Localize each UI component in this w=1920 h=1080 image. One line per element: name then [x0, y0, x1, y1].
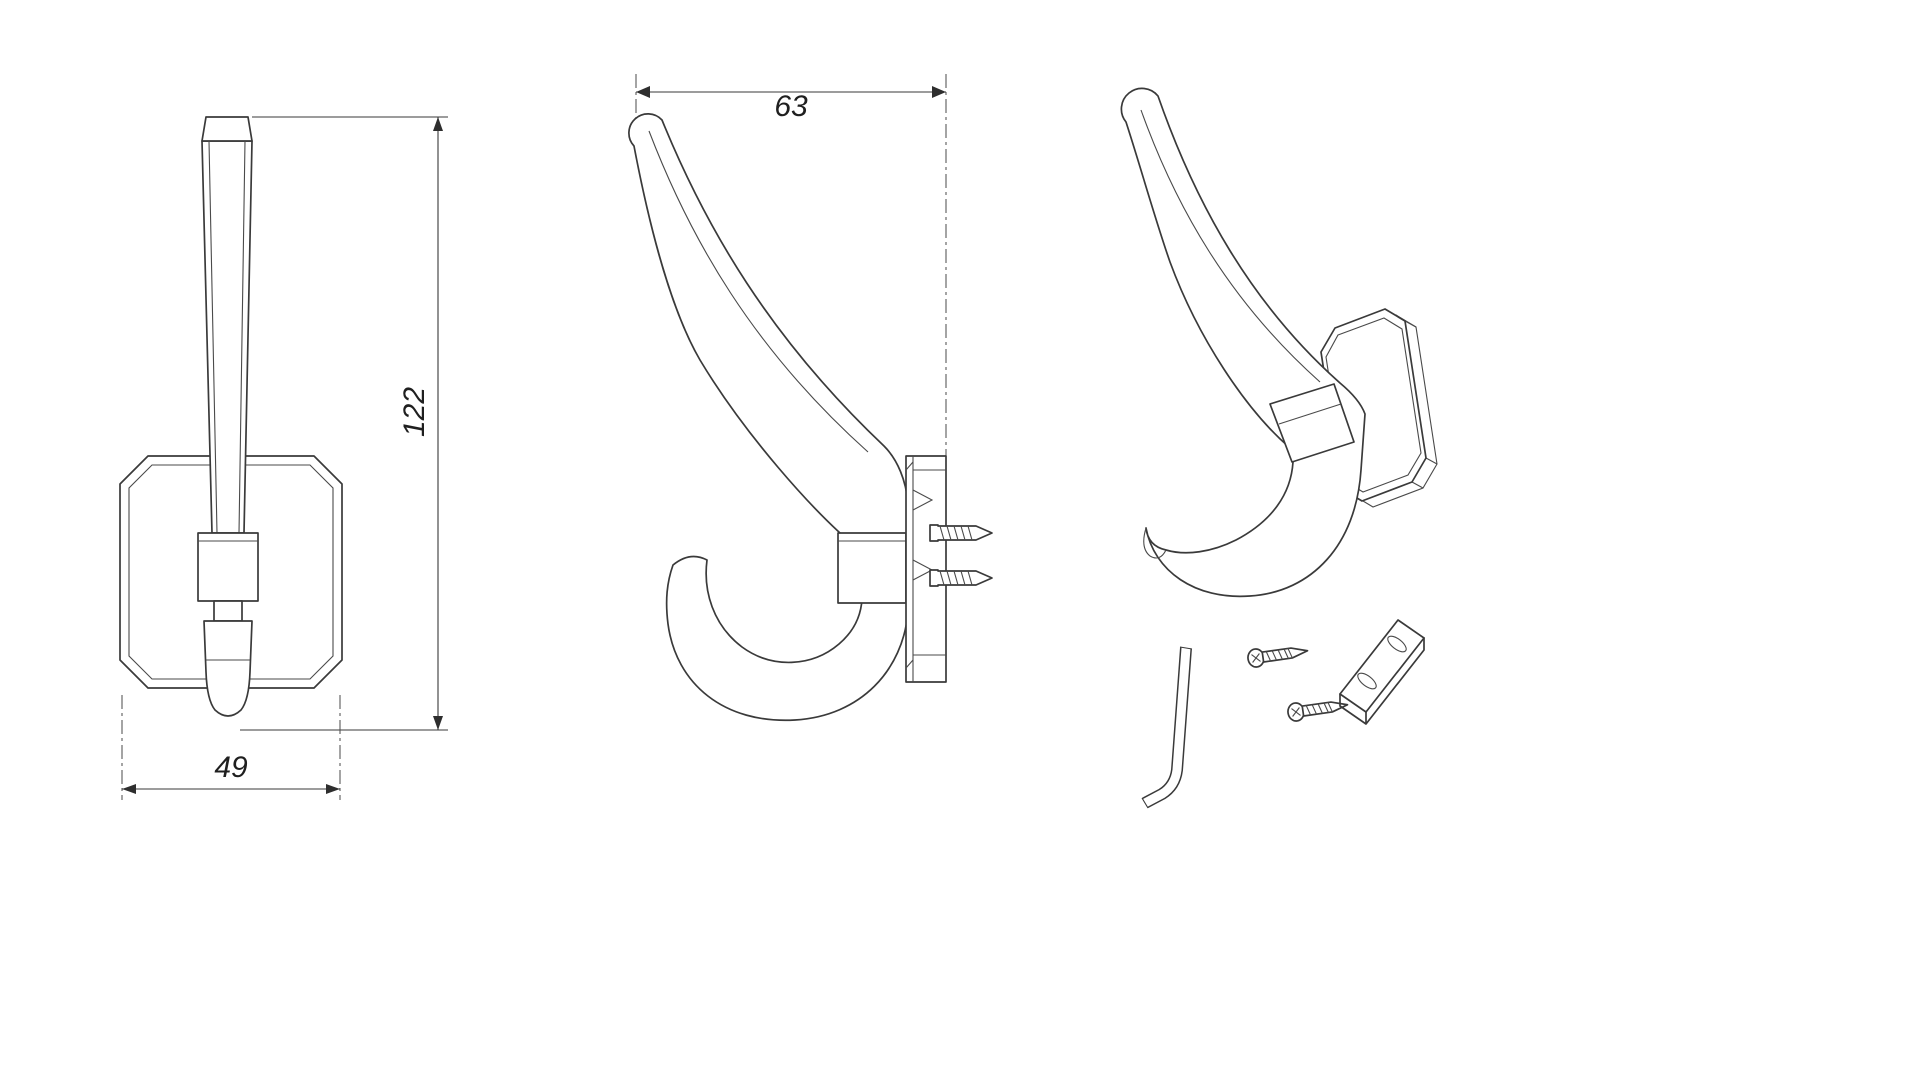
front-hook-tip: [203, 620, 253, 717]
iso-hook: [1120, 87, 1366, 598]
dimension-height: 122: [240, 116, 448, 731]
front-backplate: [119, 455, 343, 689]
screw: [1245, 641, 1310, 669]
plate-slot: [1357, 672, 1377, 690]
side-bracket: [837, 455, 947, 683]
height-dimension-label: 122: [398, 387, 431, 437]
side-collar: [837, 532, 907, 604]
front-view: 122 49: [119, 116, 448, 800]
front-collar: [197, 532, 259, 602]
iso-mounting-plate: [1339, 619, 1425, 725]
screw: [929, 569, 993, 587]
isometric-view: [1120, 87, 1438, 809]
iso-collar: [1269, 383, 1355, 463]
side-backplate-profile: [905, 455, 947, 683]
dimension-width: 49: [121, 695, 341, 800]
front-hook-post: [197, 116, 259, 717]
iso-screws: [1245, 641, 1350, 723]
width-dimension-label: 49: [214, 751, 248, 784]
side-view: 63: [628, 74, 993, 722]
side-hook: [628, 113, 909, 722]
plate-slot: [1387, 635, 1407, 653]
allen-key: [1141, 646, 1193, 809]
screw: [929, 524, 993, 542]
depth-dimension-label: 63: [774, 90, 808, 123]
